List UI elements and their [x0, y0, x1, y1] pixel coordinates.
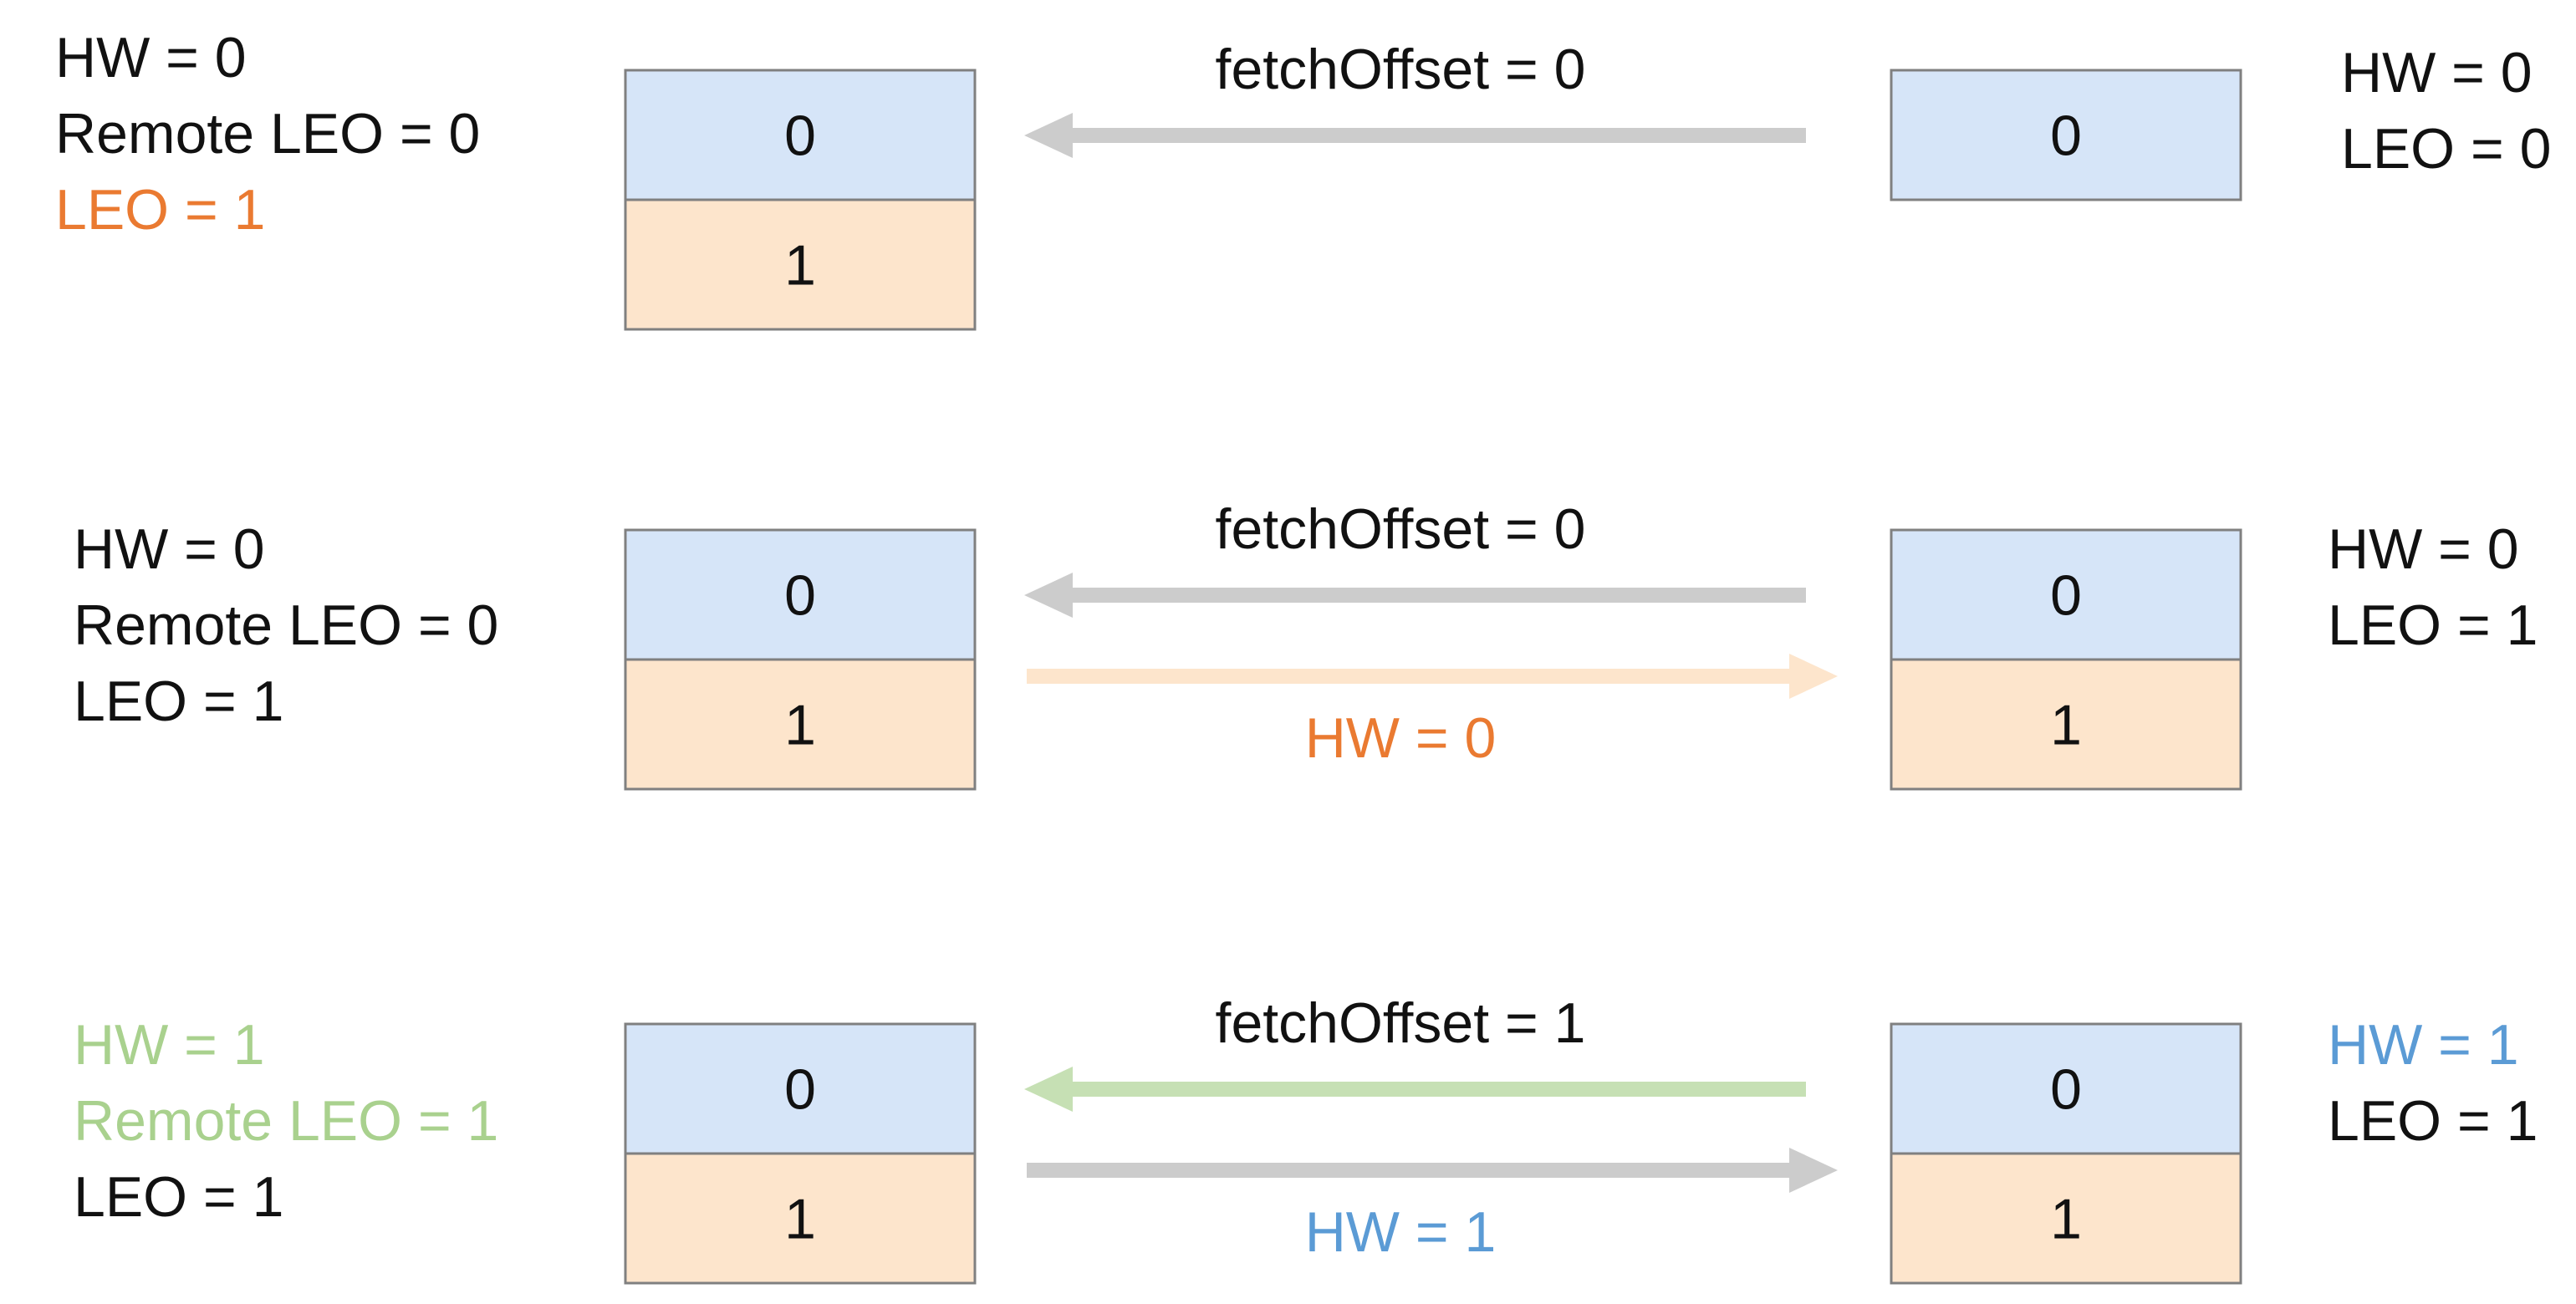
leader-log-offset-0-box: [624, 69, 977, 201]
leader-log-offset-0-label: 0: [784, 104, 816, 168]
follower-state-label: LEO = 1: [2328, 1089, 2538, 1153]
leader-log-offset-0-box: [624, 1022, 977, 1155]
leader-log-offset-1-box: [624, 658, 977, 791]
leader-log-offset-1-label: 1: [784, 694, 816, 757]
leader-log-offset-0-label: 0: [784, 1058, 816, 1122]
leader-log-offset-0-box: [624, 528, 977, 661]
follower-log-offset-0-label: 0: [2050, 1058, 2082, 1122]
leader-state-label: HW = 0: [55, 26, 247, 89]
follower-log-offset-0-box: [1890, 1022, 2242, 1155]
follower-replica: HW = 1 LEO = 1 0 1: [1890, 1013, 2538, 1285]
fetch-offset-label: fetchOffset = 0: [1216, 38, 1586, 101]
leader-replica: HW = 0 Remote LEO = 0 LEO = 1 0 1: [74, 517, 977, 791]
response-hw-label: HW = 0: [1305, 706, 1497, 770]
follower-state-label: HW = 0: [2341, 41, 2533, 104]
follower-log-offset-1-box: [1890, 1152, 2242, 1285]
leader-replica: HW = 0 Remote LEO = 0 LEO = 1 0 1: [55, 26, 977, 331]
response-arrow-head: [1789, 1148, 1838, 1193]
response-arrow-head: [1789, 654, 1838, 699]
leader-log-offset-1-box: [624, 198, 977, 331]
leader-log-offset-0-label: 0: [784, 564, 816, 628]
fetch-request: fetchOffset = 0: [1024, 497, 1806, 618]
fetch-offset-label: fetchOffset = 1: [1216, 991, 1586, 1055]
fetch-request: fetchOffset = 1: [1024, 991, 1806, 1112]
follower-state-label: LEO = 0: [2341, 117, 2551, 181]
fetch-response: HW = 1: [1027, 1148, 1838, 1264]
leader-replica: HW = 1 Remote LEO = 1 LEO = 1 0 1: [74, 1013, 977, 1285]
follower-state-label: HW = 1: [2328, 1013, 2519, 1077]
follower-log-offset-1-label: 1: [2050, 694, 2082, 757]
fetch-arrow-head: [1024, 113, 1073, 158]
follower-replica: HW = 0 LEO = 0 0: [1890, 41, 2551, 201]
fetch-response: HW = 0: [1027, 654, 1838, 770]
leader-state-label: Remote LEO = 0: [55, 102, 480, 166]
follower-log-offset-1-box: [1890, 658, 2242, 791]
follower-state-label: HW = 0: [2328, 517, 2519, 581]
leader-log-offset-1-box: [624, 1152, 977, 1285]
fetch-arrow-head: [1024, 1067, 1073, 1112]
leader-log-offset-1-label: 1: [784, 234, 816, 298]
follower-state-label: LEO = 1: [2328, 593, 2538, 657]
leader-state-label: LEO = 1: [55, 178, 265, 242]
fetch-request: fetchOffset = 0: [1024, 38, 1806, 158]
leader-state-label: HW = 1: [74, 1013, 265, 1077]
leader-state-label: Remote LEO = 0: [74, 593, 498, 657]
leader-log-offset-1-label: 1: [784, 1188, 816, 1251]
follower-replica: HW = 0 LEO = 1 0 1: [1890, 517, 2538, 791]
follower-log-offset-1-label: 1: [2050, 1188, 2082, 1251]
sync-step-3: HW = 1 Remote LEO = 1 LEO = 1 0 1 HW = 1 LEO =…: [74, 991, 2538, 1285]
follower-log-offset-0-label: 0: [2050, 104, 2082, 168]
leader-state-label: LEO = 1: [74, 1165, 283, 1229]
follower-log-offset-0-box: [1890, 528, 2242, 661]
fetch-arrow-head: [1024, 573, 1073, 618]
leader-state-label: LEO = 1: [74, 670, 283, 733]
leader-state-label: HW = 0: [74, 517, 265, 581]
fetch-offset-label: fetchOffset = 0: [1216, 497, 1586, 561]
leader-state-label: Remote LEO = 1: [74, 1089, 498, 1153]
response-hw-label: HW = 1: [1305, 1200, 1497, 1264]
follower-log-offset-0-box: [1890, 69, 2242, 201]
follower-log-offset-0-label: 0: [2050, 564, 2082, 628]
sync-step-2: HW = 0 Remote LEO = 0 LEO = 1 0 1 HW = 0 LEO =…: [74, 497, 2538, 791]
sync-step-1: HW = 0 Remote LEO = 0 LEO = 1 0 1 HW = 0 LEO =…: [55, 26, 2551, 331]
